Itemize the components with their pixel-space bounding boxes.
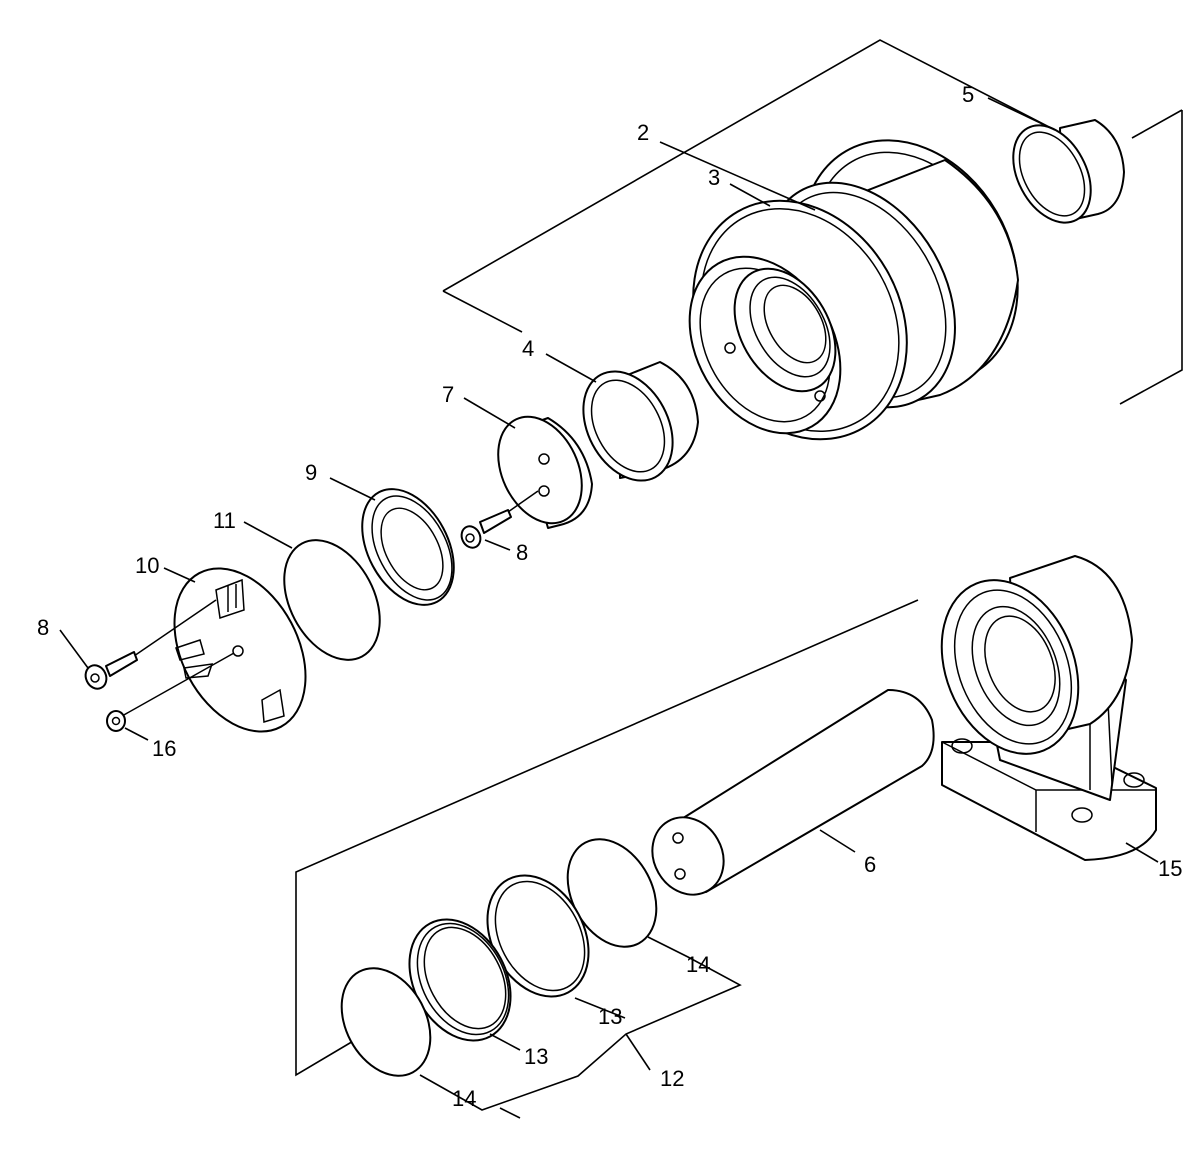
callout-12: 12: [660, 1066, 684, 1091]
callout-11: 11: [213, 508, 236, 533]
callout-6: 6: [864, 852, 876, 877]
callout-7: 7: [442, 382, 454, 407]
upper-assembly-outline: [442, 39, 1183, 405]
nut-part-16: [106, 652, 235, 732]
callout-8-upper: 8: [516, 540, 528, 565]
cover-plate-part-10: [173, 567, 307, 733]
callout-4: 4: [522, 336, 534, 361]
callout-3: 3: [708, 165, 720, 190]
callout-2: 2: [637, 120, 649, 145]
callout-14-lower: 14: [452, 1086, 476, 1111]
callout-5: 5: [962, 82, 974, 107]
washer-part-9: [361, 488, 455, 606]
callout-labels: 5 2 3 4 7 8 9 11 10 8 16 6 15 14 13 13 1…: [37, 82, 1182, 1111]
o-ring-part-11: [283, 539, 381, 661]
callout-8-lower: 8: [37, 615, 49, 640]
bushing-part-5: [1012, 119, 1125, 224]
callout-13-lower: 13: [524, 1044, 548, 1069]
callout-13-upper: 13: [598, 1004, 622, 1029]
bolt-part-8-upper: [460, 490, 539, 549]
bracket-part-15: [940, 555, 1157, 861]
callout-16: 16: [152, 736, 176, 761]
callout-15: 15: [1158, 856, 1182, 881]
bushing-part-4: [582, 361, 699, 482]
track-roller-part-2-3: [688, 139, 1019, 441]
plate-part-7: [497, 415, 593, 529]
callout-leaders: [59, 97, 1159, 1119]
bolt-part-8-lower: [84, 599, 217, 690]
shaft-part-6: [651, 689, 935, 896]
callout-10: 10: [135, 553, 159, 578]
callout-14-upper: 14: [686, 952, 710, 977]
callout-9: 9: [305, 460, 317, 485]
seal-set-part-12: [340, 838, 658, 1077]
lower-assembly-outline: [295, 599, 919, 1077]
